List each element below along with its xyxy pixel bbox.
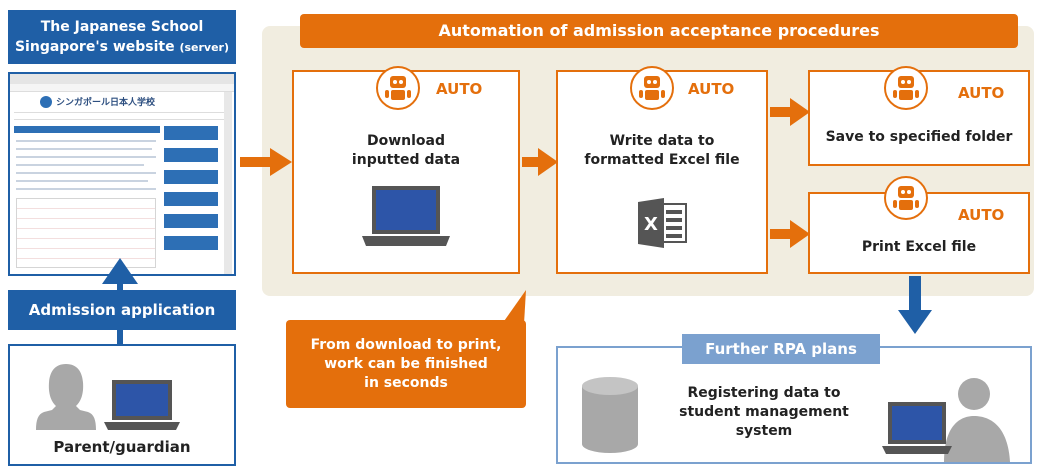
svg-text:X: X (644, 214, 658, 235)
parent-box: Parent/guardian (8, 344, 236, 466)
download-title-line1: Download (366, 133, 446, 149)
text-line (16, 156, 156, 158)
callout-line2: work can be finished (324, 356, 488, 372)
site-nav (14, 112, 230, 120)
auto-label: AUTO (958, 206, 1005, 224)
site-name: シンガポール日本人学校 (56, 98, 156, 108)
up-arrow-icon (102, 258, 138, 284)
save-card: AUTO Save to specified folder (808, 66, 1030, 166)
write-title: Write data to formatted Excel file (558, 132, 766, 170)
robot-icon (884, 176, 928, 220)
person-at-computer-icon (882, 378, 1010, 462)
browser-tabbar (10, 74, 234, 84)
rpa-text-line3: system (735, 423, 793, 439)
print-title: Print Excel file (861, 239, 977, 255)
write-title-line1: Write data to (609, 133, 715, 149)
website-title-line2-wrap: Singapore's website (server) (8, 37, 236, 58)
write-title-line2: formatted Excel file (584, 152, 740, 168)
arrow-right-icon (770, 220, 810, 248)
auto-label: AUTO (688, 80, 735, 98)
rpa-text: Registering data to student management s… (638, 384, 890, 441)
arrow-right-icon (770, 98, 810, 126)
browser-addressbar (10, 84, 234, 92)
text-line (16, 188, 156, 190)
rpa-text-line1: Registering data to (687, 385, 841, 401)
download-title-line2: inputted data (351, 152, 461, 168)
callout-line3: in seconds (364, 375, 448, 391)
text-line (16, 164, 144, 166)
site-form (16, 198, 156, 268)
auto-label: AUTO (436, 80, 483, 98)
excel-icon: X (638, 198, 687, 248)
automation-header-text: Automation of admission acceptance proce… (438, 21, 880, 40)
rpa-header-text: Further RPA plans (705, 340, 857, 358)
robot-icon (630, 66, 674, 110)
admission-text: Admission application (28, 301, 216, 319)
rpa-text-line2: student management (679, 404, 849, 420)
text-line (16, 140, 156, 142)
callout-pointer (502, 290, 526, 324)
download-card: AUTO Download inputted data (292, 66, 520, 274)
school-logo-icon (40, 96, 52, 108)
download-title: Download inputted data (294, 132, 518, 170)
website-screenshot: シンガポール日本人学校 (8, 72, 236, 276)
automation-header: Automation of admission acceptance proce… (300, 14, 1018, 48)
site-banner (14, 126, 160, 133)
person-icon (36, 364, 96, 430)
parent-label: Parent/guardian (53, 438, 191, 456)
down-arrow-icon (898, 276, 932, 334)
website-title-line1: The Japanese School (40, 19, 204, 35)
text-line (16, 180, 148, 182)
site-scrollbar (224, 92, 232, 274)
website-title-line2: Singapore's website (14, 39, 175, 55)
arrow-right-icon (522, 148, 558, 176)
auto-label: AUTO (958, 84, 1005, 102)
site-sidebar (164, 126, 218, 274)
rpa-header: Further RPA plans (682, 334, 880, 364)
write-card: AUTO Write data to formatted Excel file … (556, 66, 768, 274)
save-title: Save to specified folder (825, 129, 1013, 145)
laptop-icon (362, 186, 450, 246)
text-line (16, 172, 156, 174)
laptop-icon (104, 380, 180, 430)
callout-bubble: From download to print, work can be fini… (286, 320, 526, 408)
website-header: The Japanese School Singapore's website … (8, 10, 236, 64)
database-icon (582, 377, 638, 453)
robot-icon (884, 66, 928, 110)
arrow-right-icon (240, 148, 292, 176)
website-title-suffix: (server) (179, 41, 230, 54)
print-card: AUTO Print Excel file (808, 176, 1030, 274)
robot-icon (376, 66, 420, 110)
admission-label: Admission application (8, 290, 236, 330)
text-line (16, 148, 152, 150)
callout-line1: From download to print, (310, 337, 502, 353)
